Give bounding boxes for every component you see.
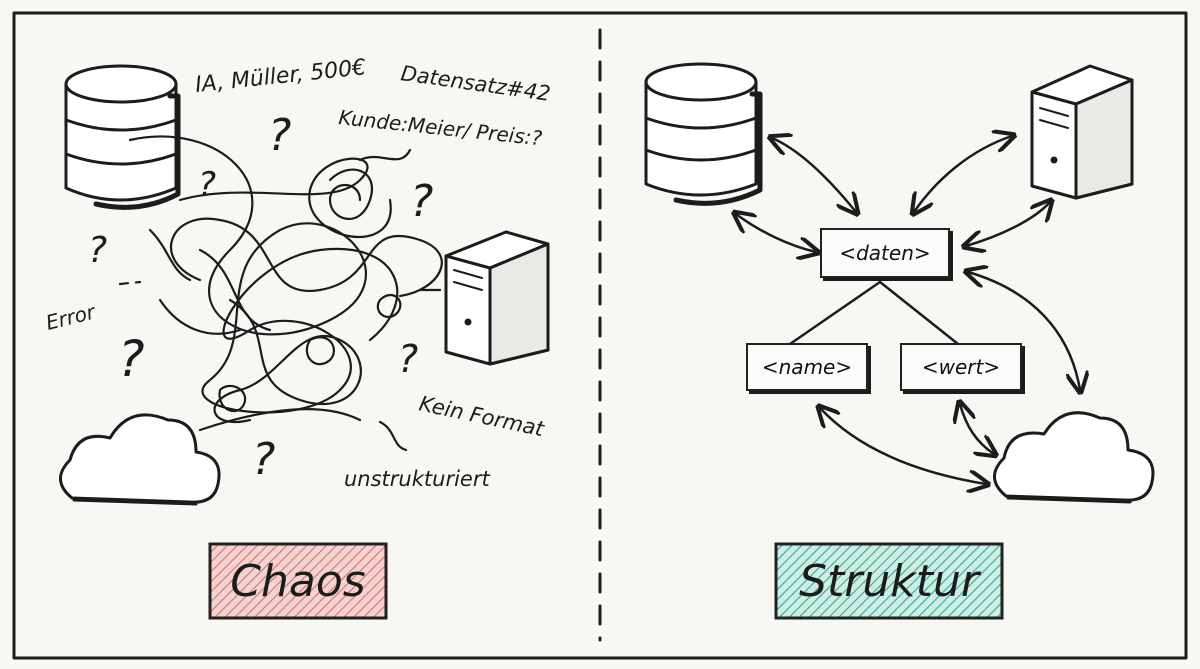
error-label: Error: [43, 299, 99, 335]
outer-frame: [12, 11, 1188, 660]
question-marks: ? ? ? ? ? ? ?: [88, 110, 433, 485]
server-icon: [444, 230, 550, 366]
question-mark: ?: [88, 230, 107, 271]
question-mark: ?: [118, 330, 145, 388]
cloud-icon: [993, 411, 1155, 504]
question-mark: ?: [268, 110, 291, 161]
chaos-title-box: [208, 542, 388, 620]
tree-link: [878, 280, 960, 346]
record-id-label: Datensatz#42: [399, 61, 552, 106]
database-icon: [64, 64, 181, 210]
connection-arrows: [736, 136, 1080, 484]
question-mark: ?: [410, 176, 433, 227]
tangle-scribble: [128, 135, 443, 432]
node-wert: <wert>: [900, 343, 1022, 391]
question-mark: ?: [398, 337, 418, 381]
server-icon: [1030, 64, 1134, 200]
kunde-label: Kunde:Meier/ Preis:?: [337, 105, 543, 150]
struktur-title: Struktur: [799, 556, 982, 607]
tree-link: [788, 280, 882, 346]
unstrukturiert-label: unstrukturiert: [344, 467, 490, 491]
node-daten: <daten>: [820, 228, 950, 278]
database-icon: [644, 62, 763, 206]
question-mark: ?: [252, 434, 275, 485]
question-mark: ?: [198, 165, 216, 205]
chaos-title: Chaos: [230, 556, 365, 607]
node-name: <name>: [746, 343, 868, 391]
struktur-title-box: [774, 542, 1004, 620]
kein-format-label: Kein Format: [417, 391, 547, 441]
cloud-icon: [59, 413, 221, 506]
record-line-label: IA, Müller, 500€: [194, 55, 367, 98]
